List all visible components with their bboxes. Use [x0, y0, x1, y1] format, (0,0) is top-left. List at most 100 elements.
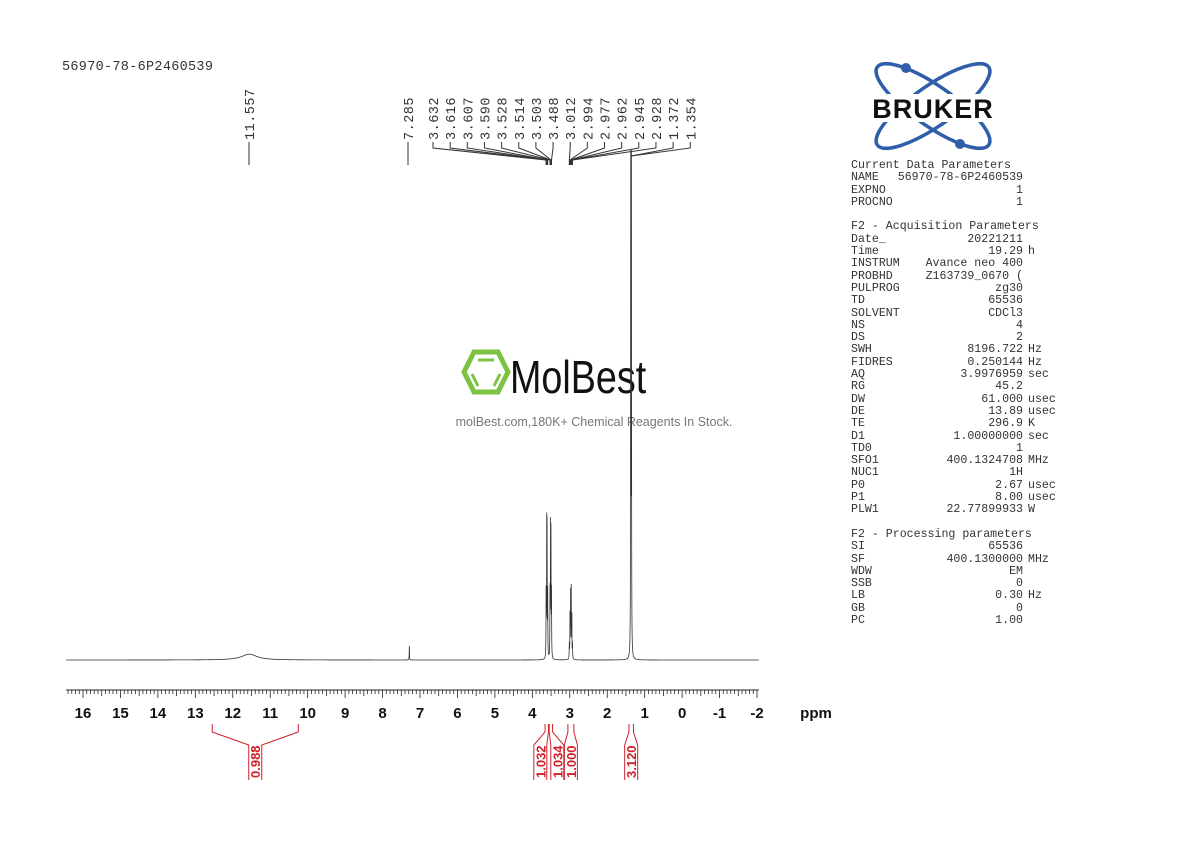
integral-bracket	[211, 724, 250, 780]
param-value: 1.00	[995, 613, 1023, 627]
param-name: RG	[851, 380, 865, 394]
param-row: Date_20221211	[851, 232, 1071, 246]
param-value: Z163739_0670 (	[925, 269, 1023, 283]
param-value: 1.00000000	[953, 429, 1023, 443]
param-value: 19.29	[988, 245, 1023, 259]
param-unit: Hz	[1028, 343, 1042, 357]
watermark-tagline: molBest.com,180K+ Chemical Reagents In S…	[456, 415, 733, 429]
logo-orbit-2	[874, 61, 992, 151]
param-value: 61.000	[981, 392, 1023, 406]
param-row: PC 1.00	[851, 613, 1071, 627]
x-axis-label: ppm	[800, 705, 832, 722]
param-section-heading: Current Data Parameters	[851, 159, 1012, 172]
peak-label: 7.285	[403, 97, 418, 140]
param-value: 0	[1016, 577, 1023, 591]
peak-label: 3.012	[565, 97, 580, 140]
peak-label: 1.372	[668, 97, 683, 140]
param-unit: usec	[1028, 404, 1056, 418]
param-name: SSB	[851, 577, 872, 591]
logo-text: BRUKER	[872, 94, 994, 124]
param-name: SOLVENT	[851, 306, 900, 320]
logo-dot	[955, 139, 965, 149]
param-value: EM	[1009, 564, 1023, 578]
peak-leader-line	[501, 142, 551, 165]
param-unit: sec	[1028, 368, 1049, 382]
x-tick-label: 14	[150, 705, 167, 722]
integral-bracket	[632, 724, 639, 780]
x-tick-label: 1	[640, 705, 648, 722]
integral-bracket	[546, 724, 549, 780]
peak-label: 2.962	[617, 97, 632, 140]
peak-leader-line	[630, 142, 691, 160]
param-name: PULPROG	[851, 281, 900, 295]
peak-leader-line	[568, 142, 571, 165]
param-value: 0	[1016, 601, 1023, 615]
param-name: DE	[851, 404, 865, 418]
param-name: P0	[851, 478, 865, 492]
peak-leader-line	[535, 142, 552, 165]
integral-bracket	[552, 724, 565, 780]
param-value: 20221211	[967, 232, 1023, 246]
param-unit: usec	[1028, 491, 1056, 505]
peak-leader-line	[466, 142, 548, 165]
param-name: PC	[851, 613, 865, 627]
peak-label: 11.557	[244, 88, 259, 140]
param-unit: h	[1028, 245, 1035, 259]
param-value: 0.250144	[967, 355, 1023, 369]
param-name: SI	[851, 540, 865, 554]
param-name: NS	[851, 318, 865, 332]
integral-value: 1.034	[550, 745, 565, 778]
param-unit: sec	[1028, 429, 1049, 443]
peak-leader-line	[571, 142, 640, 165]
param-value: 8196.722	[967, 343, 1023, 357]
x-tick-label: 4	[528, 705, 537, 722]
param-name: TE	[851, 417, 865, 431]
logo-dot	[901, 63, 911, 73]
x-tick-label: 16	[75, 705, 92, 722]
peak-label: 3.590	[479, 97, 494, 140]
param-name: P1	[851, 491, 865, 505]
x-tick-label: 0	[678, 705, 686, 722]
param-name: PLW1	[851, 503, 879, 517]
peak-label: 3.503	[531, 97, 546, 140]
x-tick-label: 3	[566, 705, 574, 722]
param-value: 45.2	[995, 380, 1023, 394]
peak-label: 3.616	[445, 97, 460, 140]
peak-label: 2.928	[651, 97, 666, 140]
param-name: AQ	[851, 368, 865, 382]
peak-leader-line	[571, 142, 657, 165]
integral-bracket	[533, 724, 546, 780]
integral-value: 1.032	[533, 745, 548, 778]
integral-bracket	[573, 724, 578, 780]
benzene-icon	[461, 349, 511, 395]
param-value: 65536	[988, 294, 1023, 308]
x-tick-label: 2	[603, 705, 611, 722]
param-name: GB	[851, 601, 865, 615]
param-row: GB 0	[851, 601, 1071, 615]
peak-label: 1.354	[685, 97, 700, 140]
param-unit: Hz	[1028, 355, 1042, 369]
param-value: Avance neo 400	[925, 257, 1023, 271]
peak-label: 2.977	[600, 97, 615, 140]
integral-bracket	[548, 724, 552, 780]
param-value: 0.30	[995, 589, 1023, 603]
param-value: 3.9976959	[960, 368, 1023, 382]
param-value: 1	[1016, 441, 1023, 455]
param-unit: MHz	[1028, 454, 1049, 468]
